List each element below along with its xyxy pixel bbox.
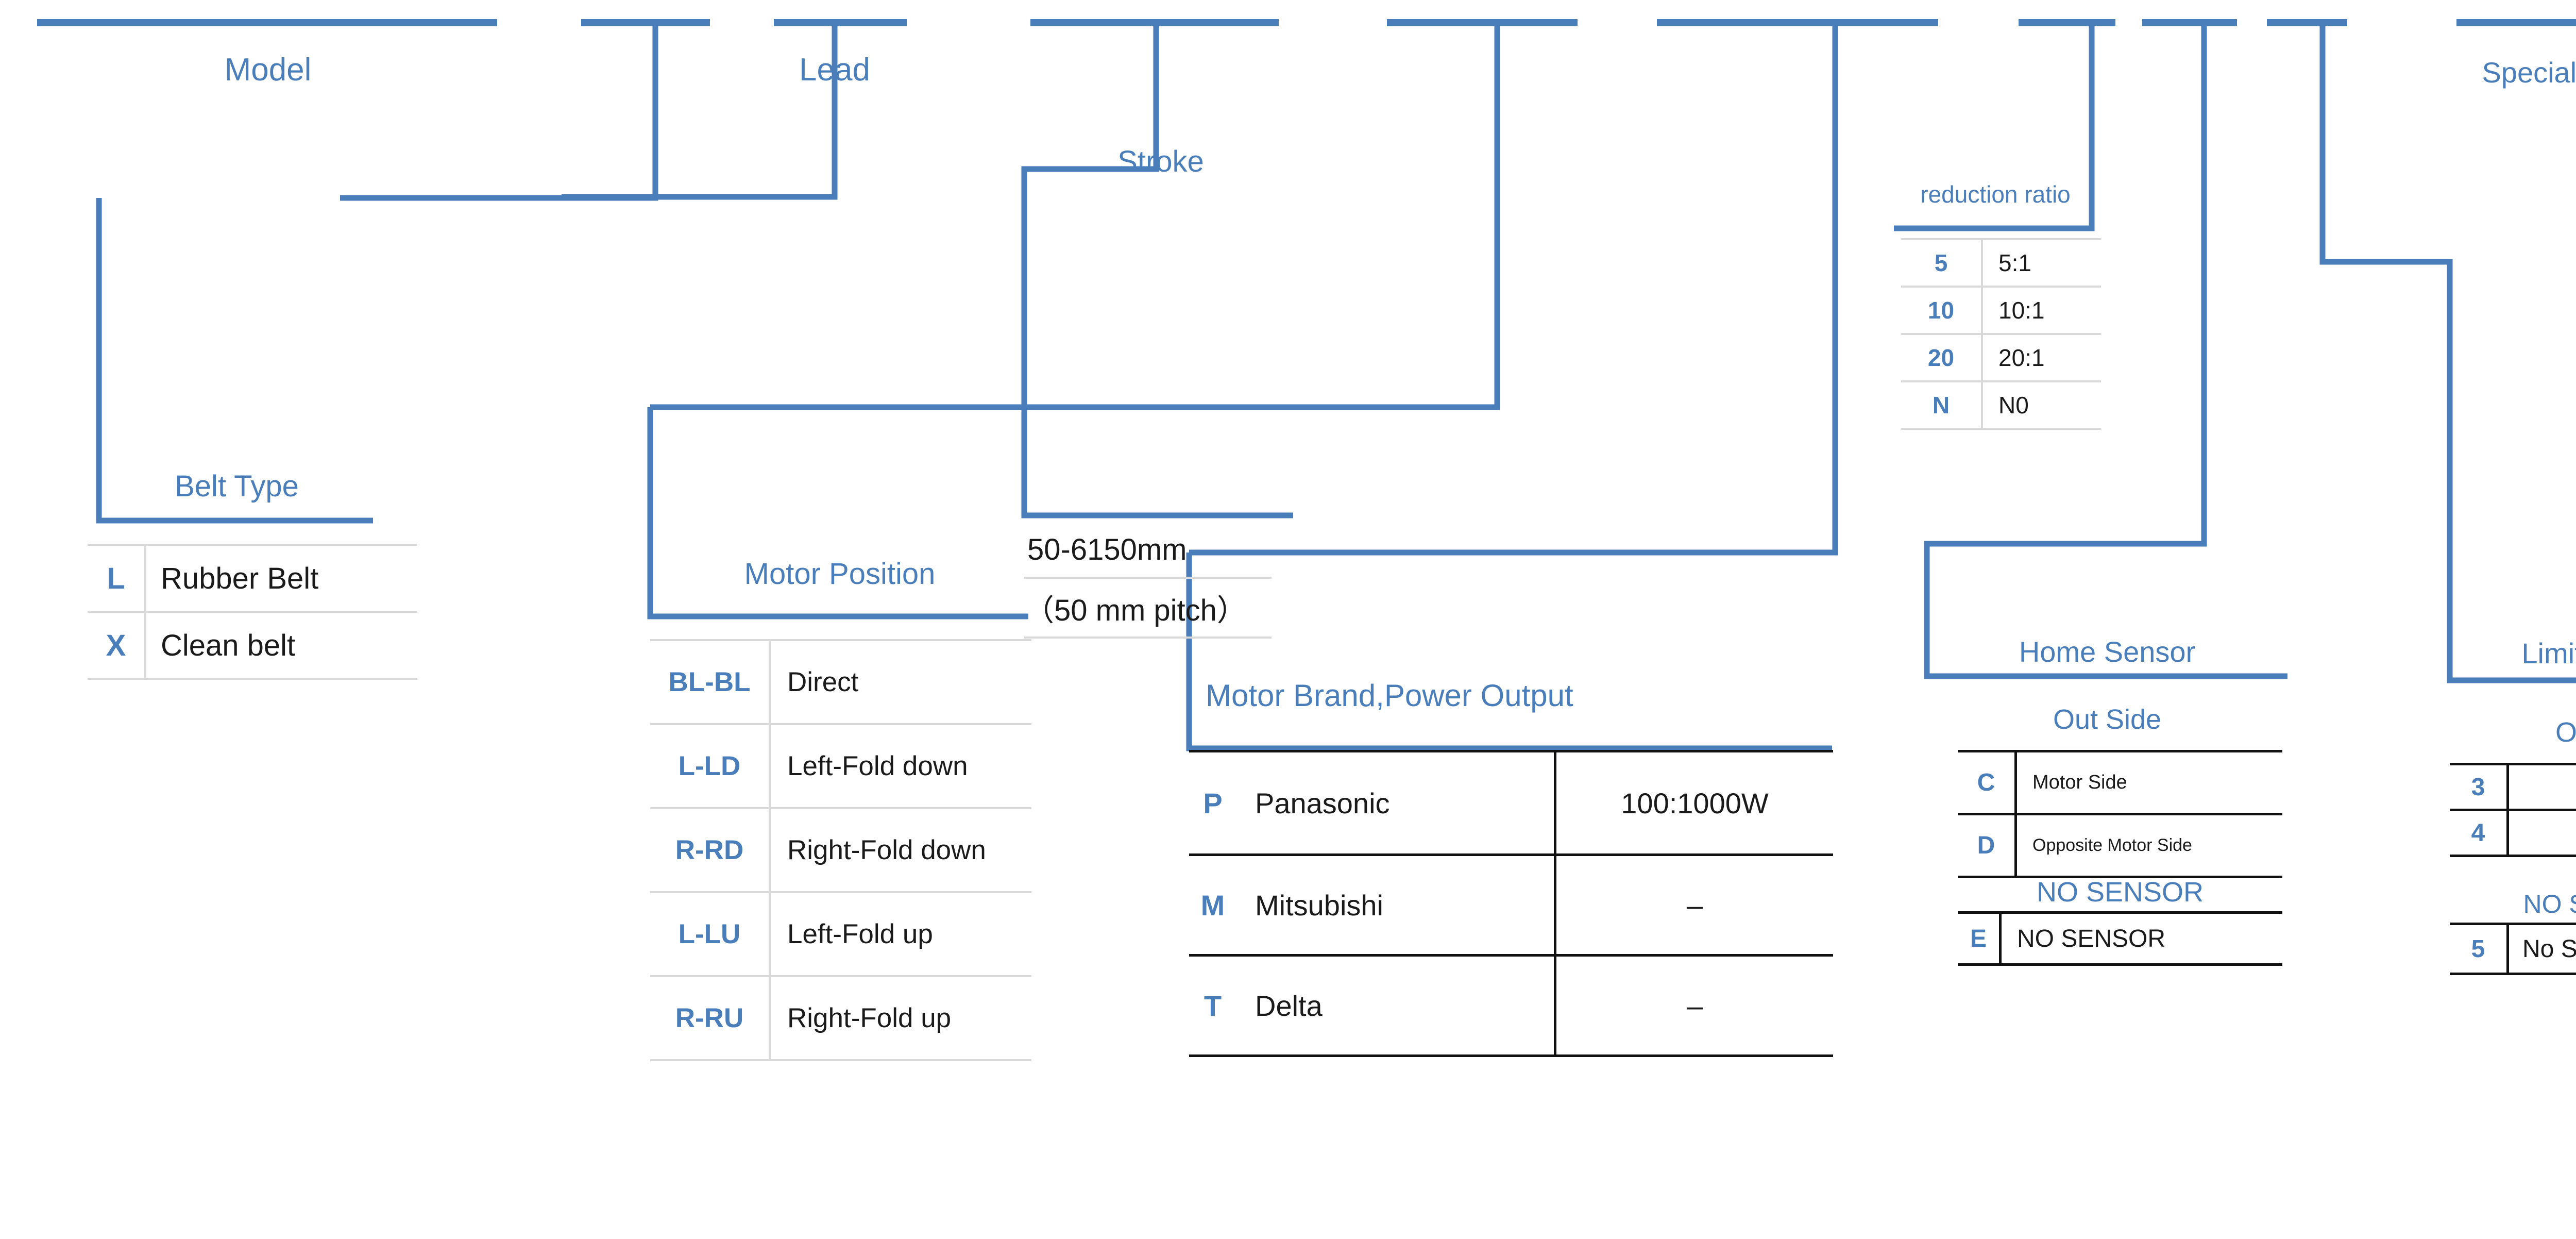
home-sensor-code: E [1958,911,2002,966]
motor-position-desc: Right-Fold down [770,807,1031,893]
motor-brand-name: Delta [1236,954,1556,1057]
motor-brand-power: – [1555,954,1833,1057]
motor-position-desc: Left-Fold down [770,723,1031,809]
table-row[interactable]: 4 2pc [2450,809,2576,857]
table-row[interactable]: L Rubber Belt [88,544,417,613]
home-sensor-no-sensor-table: E NO SENSOR [1958,911,2282,966]
motor-position-code: R-RD [650,807,771,893]
motor-position-code: R-RU [650,975,771,1061]
motor-position-table: BL-BL Direct L-LD Left-Fold down R-RD Ri… [650,639,1031,1061]
table-row[interactable]: R-RU Right-Fold up [650,975,1031,1061]
home-sensor-no-sensor-band: NO SENSOR [2036,877,2204,908]
motor-brand-table: P Panasonic 100:1000W M Mitsubishi – T D… [1189,750,1833,1057]
belt-type-table: L Rubber Belt X Clean belt [88,544,417,680]
belt-type-desc: Rubber Belt [145,544,417,613]
motor-brand-code: P [1189,750,1236,856]
group-label-motor-brand: Motor Brand,Power Output [1206,678,1573,713]
table-row[interactable]: T Delta – [1189,954,1833,1057]
bracket-motor-brand [1186,552,1832,751]
motor-brand-name: Panasonic [1236,750,1556,856]
motor-brand-power: – [1555,853,1833,957]
home-sensor-code: C [1958,750,2017,815]
reduction-ratio-value: 10:1 [1982,286,2101,335]
group-label-belt-type: Belt Type [175,470,299,503]
group-label-stroke: Stroke [1117,145,1204,178]
table-row[interactable]: P Panasonic 100:1000W [1189,750,1833,856]
belt-type-desc: Clean belt [145,611,417,680]
home-sensor-desc: Opposite Motor Side [2015,813,2282,878]
table-row[interactable]: （50 mm pitch） [1024,577,1272,639]
table-row[interactable]: X Clean belt [88,611,417,680]
reduction-ratio-code: 20 [1901,333,1983,382]
home-sensor-desc: Motor Side [2015,750,2282,815]
group-label-special-order: Special Order No. [2482,56,2576,89]
table-row[interactable]: N N0 [1901,380,2101,430]
motor-brand-name: Mitsubishi [1236,853,1556,957]
table-row[interactable]: 5 No SENSOR [2450,923,2576,975]
motor-brand-code: M [1189,853,1236,957]
table-row[interactable]: 3 1pc [2450,763,2576,811]
reduction-ratio-table: 5 5:1 10 10:1 20 20:1 N N0 [1901,238,2101,430]
table-row[interactable]: M Mitsubishi – [1189,853,1833,957]
group-label-model: Model [224,52,312,88]
limit-sensor-no-sensor-band: NO SENSOR [2523,890,2576,918]
group-label-motor-position: Motor Position [744,557,936,591]
motor-brand-code: T [1189,954,1236,1057]
reduction-ratio-value: 20:1 [1982,333,2101,382]
table-row[interactable]: BL-BL Direct [650,639,1031,725]
home-sensor-code: D [1958,813,2017,878]
leader-limit-sensor [2319,24,2576,683]
motor-brand-power: 100:1000W [1555,750,1833,856]
reduction-ratio-code: N [1901,380,1983,430]
reduction-ratio-value: 5:1 [1982,238,2101,288]
motor-position-code: BL-BL [650,639,771,725]
group-label-home-sensor: Home Sensor [2019,635,2196,668]
stroke-range: 50-6150mm [1024,522,1272,579]
table-row[interactable]: 10 10:1 [1901,286,2101,335]
belt-type-code: X [88,611,146,680]
belt-type-code: L [88,544,146,613]
table-row[interactable]: C Motor Side [1958,750,2282,815]
motor-position-code: L-LU [650,891,771,977]
table-row[interactable]: 5 5:1 [1901,238,2101,288]
limit-sensor-desc: 2pc [2507,809,2576,857]
leader-model [340,24,658,201]
motor-position-desc: Direct [770,639,1031,725]
motor-position-desc: Right-Fold up [770,975,1031,1061]
limit-sensor-desc: 1pc [2507,763,2576,811]
reduction-ratio-value: N0 [1982,380,2101,430]
limit-sensor-code: 4 [2450,809,2509,857]
table-row[interactable]: E NO SENSOR [1958,911,2282,966]
reduction-ratio-code: 5 [1901,238,1983,288]
table-row[interactable]: D Opposite Motor Side [1958,813,2282,878]
limit-sensor-subhead: Out Side [2555,717,2576,748]
stroke-table: 50-6150mm （50 mm pitch） [1024,522,1272,639]
group-label-reduction-ratio: reduction ratio [1920,181,2071,208]
limit-sensor-no-sensor-table: 5 No SENSOR [2450,923,2576,975]
home-sensor-subhead: Out Side [2053,704,2162,735]
table-row[interactable]: L-LU Left-Fold up [650,891,1031,977]
motor-position-desc: Left-Fold up [770,891,1031,977]
home-sensor-table: C Motor Side D Opposite Motor Side [1958,750,2282,878]
reduction-ratio-code: 10 [1901,286,1983,335]
leader-lead [562,24,838,200]
limit-sensor-code: 3 [2450,763,2509,811]
stroke-pitch: （50 mm pitch） [1024,577,1272,639]
motor-position-code: L-LD [650,723,771,809]
limit-sensor-desc: No SENSOR [2507,923,2576,975]
leader-stroke [1021,24,1293,518]
table-row[interactable]: 50-6150mm [1024,522,1272,579]
limit-sensor-code: 5 [2450,923,2509,975]
home-sensor-desc: NO SENSOR [2000,911,2282,966]
table-row[interactable]: R-RD Right-Fold down [650,807,1031,893]
table-row[interactable]: L-LD Left-Fold down [650,723,1031,809]
limit-sensor-table: 3 1pc 4 2pc [2450,763,2576,857]
table-row[interactable]: 20 20:1 [1901,333,2101,382]
group-label-lead: Lead [799,52,870,88]
group-label-limit-sensor: Limit Sensor [2521,637,2576,669]
leader-motor-brand [1189,24,1838,556]
